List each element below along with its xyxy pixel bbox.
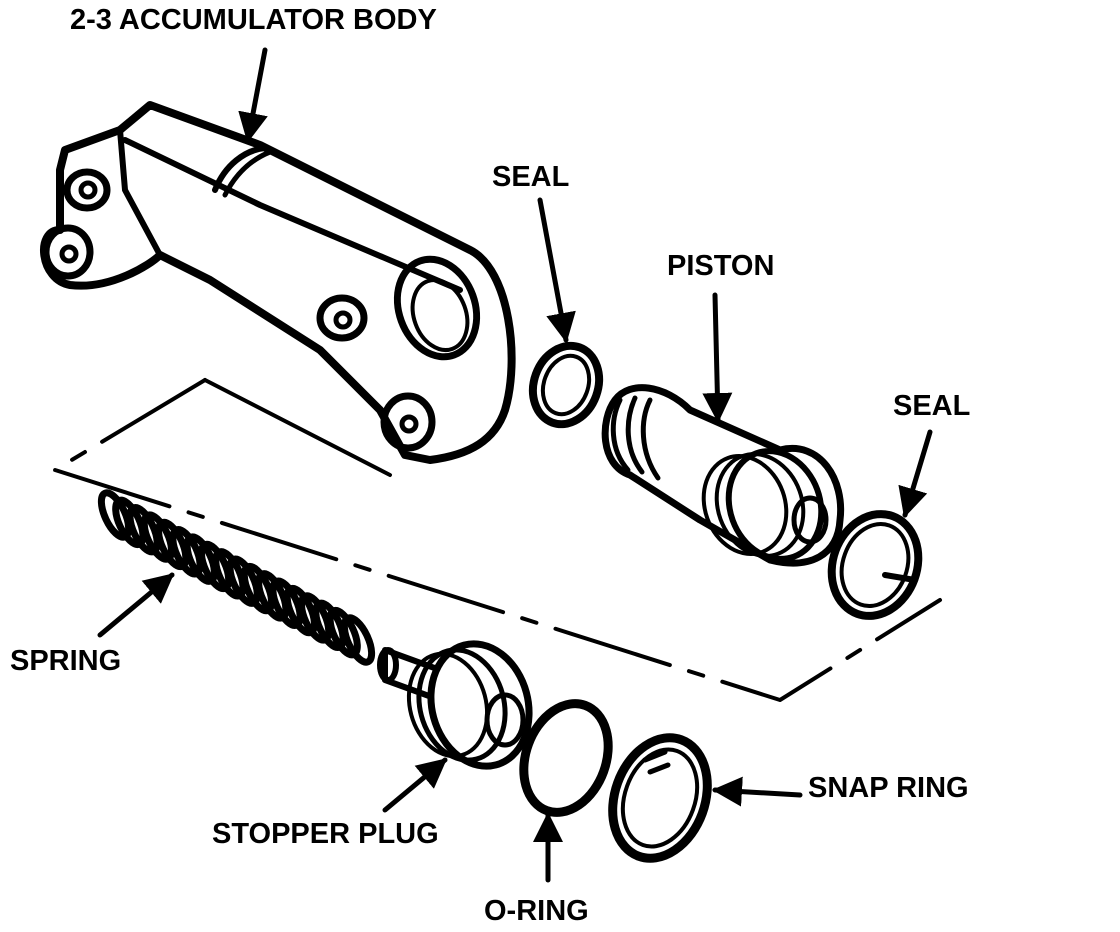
guide-outline [53, 378, 942, 702]
seal-right-part [827, 510, 923, 620]
label-spring: SPRING [10, 645, 122, 677]
snap-ring-part [608, 733, 712, 863]
spring-part [97, 489, 376, 666]
label-snap-ring: SNAP RING [808, 772, 969, 804]
arrow-piston [702, 292, 733, 423]
spring-coil [340, 614, 376, 666]
o-ring-part [519, 699, 613, 817]
accumulator-body-part [40, 101, 516, 464]
piston-part [601, 384, 845, 567]
label-o-ring: O-RING [484, 895, 589, 927]
arrow-seal-top [537, 197, 576, 343]
label-seal-right: SEAL [893, 390, 971, 422]
seal-top-part [528, 341, 604, 429]
label-accumulator-body: 2-3 ACCUMULATOR BODY [70, 4, 437, 36]
label-piston: PISTON [667, 250, 775, 282]
leader-arrows [97, 47, 933, 883]
stopper-plug-part [377, 640, 533, 770]
arrow-seal-right [898, 429, 933, 518]
label-stopper-plug: STOPPER PLUG [212, 818, 439, 850]
arrow-accumulator-body [238, 47, 268, 143]
arrow-stopper-plug [382, 757, 448, 813]
label-seal-top: SEAL [492, 161, 570, 193]
arrow-spring [97, 572, 175, 638]
arrow-snap-ring [712, 776, 803, 807]
